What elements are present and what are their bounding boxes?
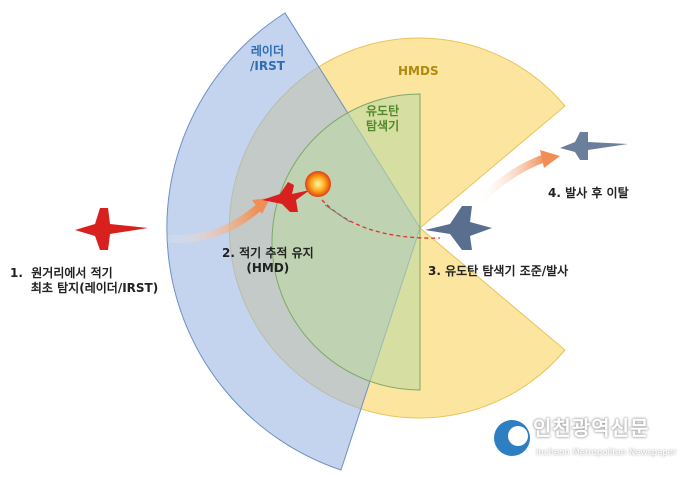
missile-path bbox=[321, 199, 441, 239]
newspaper-logo-subtitle: Incheon Metropolitan Newspaper bbox=[536, 448, 677, 458]
logo-inner bbox=[508, 426, 528, 446]
step-3-label: 3. 유도탄 탐색기 조준/발사 bbox=[428, 264, 569, 278]
hmds-zone-label: HMDS bbox=[398, 64, 439, 78]
enemy-jet-far-icon bbox=[75, 208, 148, 250]
explosion-icon bbox=[305, 171, 331, 197]
radar-zone-label: 레이더 /IRST bbox=[250, 44, 285, 74]
step-2-label: 2. 적기 추적 유지 (HMD) bbox=[222, 246, 314, 275]
seeker-line bbox=[324, 204, 351, 223]
step-1-label: 1. 원거리에서 적기 최초 탐지(레이더/IRST) bbox=[10, 266, 159, 295]
radar-label-text: 레이더 /IRST bbox=[250, 44, 285, 73]
seeker-sector bbox=[271, 93, 421, 391]
approach-arrow bbox=[159, 204, 261, 244]
newspaper-logo-text: 인천광역신문 bbox=[533, 416, 650, 440]
seeker-zone-label: 유도탄 탐색기 bbox=[366, 104, 400, 133]
friendly-jet-icon bbox=[425, 206, 492, 250]
enemy-jet-near-icon bbox=[262, 182, 310, 212]
friendly-jet-egress-icon bbox=[560, 132, 628, 160]
egress-arrowhead bbox=[540, 150, 560, 168]
approach-arrowhead bbox=[252, 198, 270, 214]
egress-arrow bbox=[472, 154, 547, 208]
step-4-label: 4. 발사 후 이탈 bbox=[548, 186, 629, 200]
